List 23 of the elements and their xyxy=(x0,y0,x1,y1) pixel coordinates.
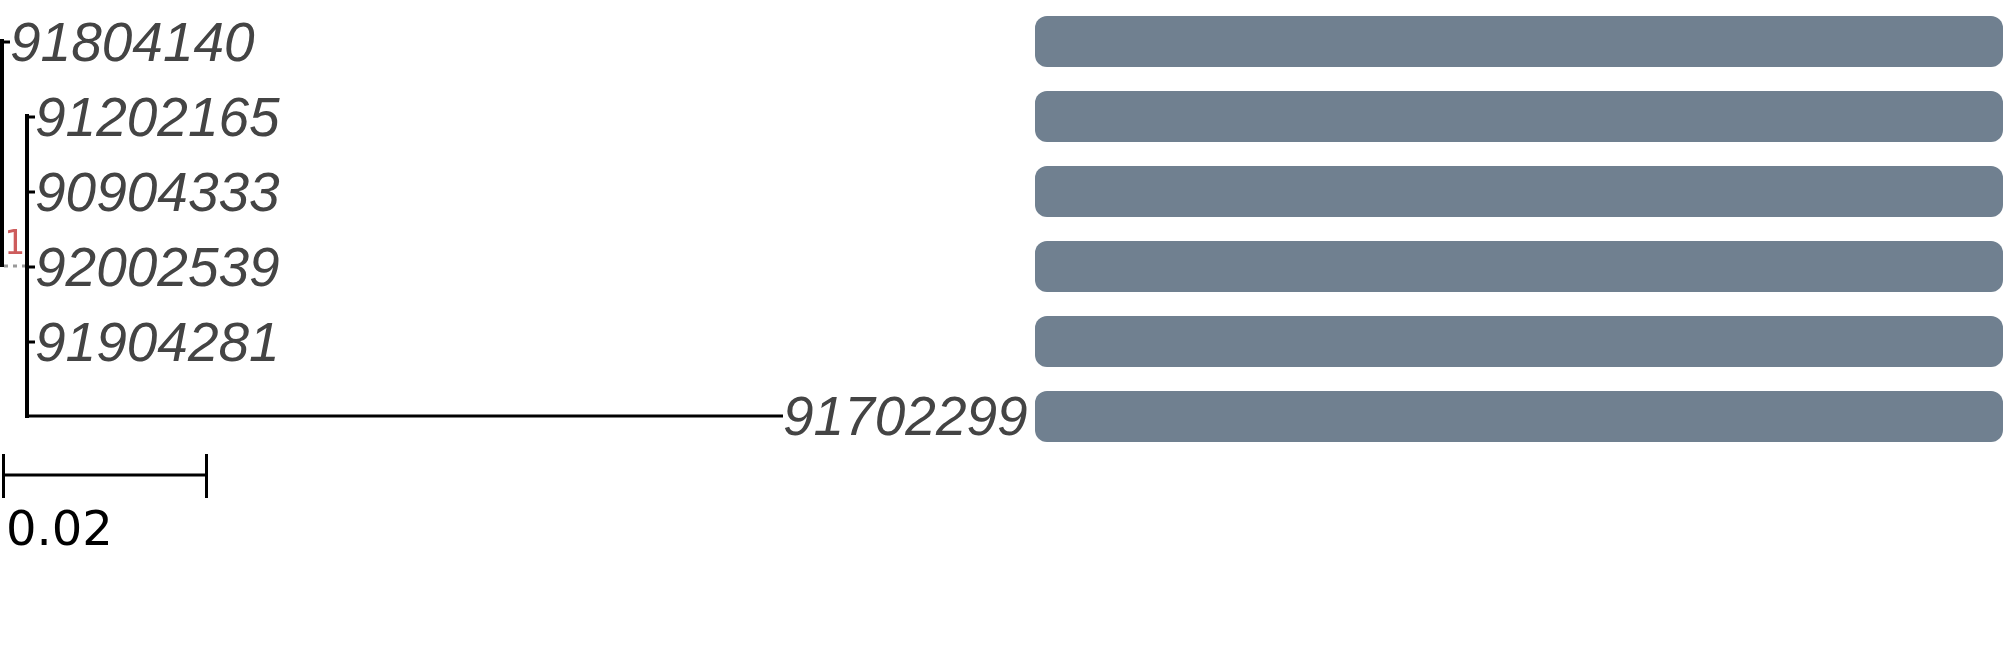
support-value: 1 xyxy=(4,225,25,259)
leaf-label: 91202165 xyxy=(35,89,280,145)
bar xyxy=(1035,166,2003,217)
leaf-label: 91702299 xyxy=(783,388,1028,444)
bar xyxy=(1035,316,2003,367)
branch-line xyxy=(29,414,783,418)
branch-line xyxy=(29,190,35,194)
scale-label: 0.02 xyxy=(6,504,113,552)
bar xyxy=(1035,241,2003,292)
branch-line xyxy=(29,115,35,119)
leaf-label: 90904333 xyxy=(35,164,280,220)
branch-line xyxy=(29,265,35,269)
branch-line xyxy=(29,340,35,344)
leaf-label: 91804140 xyxy=(10,14,255,70)
leaf-label: 92002539 xyxy=(35,239,280,295)
dashed-branch xyxy=(4,264,25,268)
bar xyxy=(1035,16,2003,67)
vertical-branch xyxy=(0,39,4,267)
branch-line xyxy=(4,40,10,44)
bar xyxy=(1035,391,2003,442)
leaf-label: 91904281 xyxy=(35,314,280,370)
bar xyxy=(1035,91,2003,142)
vertical-branch xyxy=(25,114,29,418)
